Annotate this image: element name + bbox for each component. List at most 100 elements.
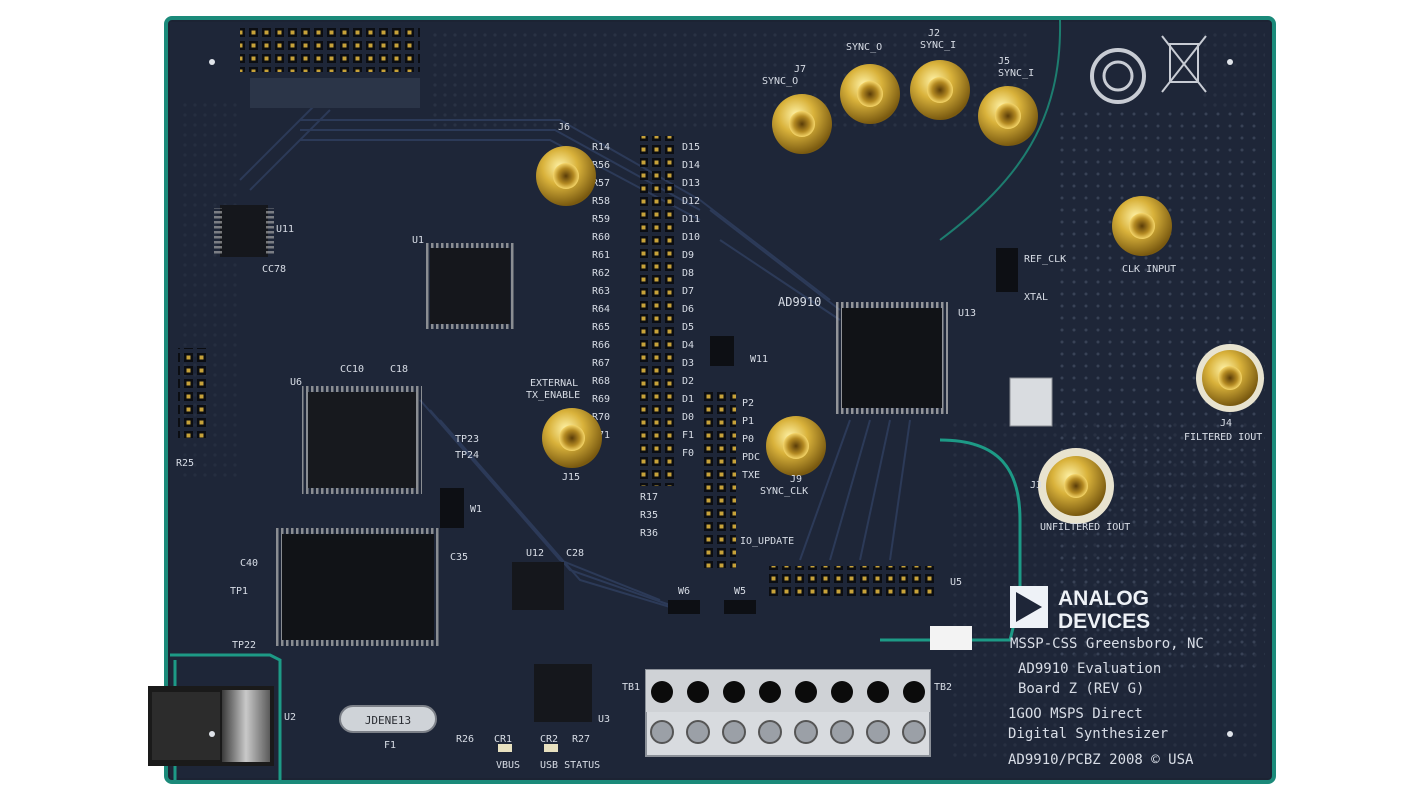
profile-pin-labels: P2 P1 P0 PDC TXE [742,398,760,481]
svg-text:P1: P1 [742,416,754,427]
r27-label: R27 [572,734,590,745]
board-part-footer: AD9910/PCBZ 2008 © USA [1008,752,1194,768]
filter-module [1009,377,1053,427]
svg-text:R67: R67 [592,358,610,369]
j5-sync-label: SYNC_I [998,68,1034,79]
svg-text:D13: D13 [682,178,700,189]
terminal-block[interactable] [645,669,931,757]
sma-clk-input[interactable] [1112,196,1172,256]
svg-text:R65: R65 [592,322,610,333]
svg-text:R70: R70 [592,412,610,423]
u3-chip [534,664,592,722]
external-label: EXTERNAL [530,378,578,389]
io-update-label: IO_UPDATE [740,536,794,547]
u6-label: U6 [290,377,302,388]
board-eval-line1: AD9910 Evaluation [1018,661,1161,677]
svg-text:R68: R68 [592,376,610,387]
svg-text:R64: R64 [592,304,610,315]
cr1-label: CR1 [494,734,512,745]
j2-sync-label: SYNC_I [920,40,956,51]
vbus-label: VBUS [496,760,520,771]
c18-label: C18 [390,364,408,375]
svg-text:R66: R66 [592,340,610,351]
u11-label: U11 [276,224,294,235]
board-eval-line2: Board Z (REV G) [1018,681,1144,697]
r26-label: R26 [456,734,474,745]
j6-sync-label: SYNC_O [846,42,882,53]
j5-label: J5 [998,56,1010,67]
tp23-label: TP23 [455,434,479,445]
svg-text:D14: D14 [682,160,700,171]
svg-text:R56: R56 [592,160,610,171]
svg-text:TXE: TXE [742,470,760,481]
sma-j2-sync-i[interactable] [910,60,970,120]
board-desc-line2: Digital Synthesizer [1008,726,1168,742]
svg-text:R14: R14 [592,142,610,153]
w1-jumper [440,488,464,528]
board-site-label: MSSP-CSS Greensboro, NC [1010,636,1204,652]
svg-text:D6: D6 [682,304,694,315]
svg-text:P2: P2 [742,398,754,409]
r35-label: R35 [640,510,658,521]
filtered-iout-label: FILTERED IOUT [1184,432,1262,443]
sma-j4-filtered-iout[interactable] [1196,344,1264,412]
u1-label: U1 [412,235,424,246]
u2-chip [282,534,434,640]
r25-label: R25 [176,458,194,469]
f1-label: F1 [384,740,396,751]
svg-text:P0: P0 [742,434,754,445]
mounting-hole [209,59,215,65]
sma-j5-sync-i[interactable] [978,86,1038,146]
w1-label: W1 [470,504,482,515]
j2-label: J2 [928,28,940,39]
w6-label: W6 [678,586,690,597]
ad9910-label: AD9910 [778,295,821,309]
brand-line1: ANALOG [1058,587,1149,610]
brand-line2: DEVICES [1058,610,1150,633]
sma-j6[interactable] [536,146,596,206]
sma-j6-sync-o[interactable] [840,64,900,124]
svg-text:R63: R63 [592,286,610,297]
svg-text:R61: R61 [592,250,610,261]
led-vbus [498,744,512,752]
svg-text:D15: D15 [682,142,700,153]
left-header [178,348,210,438]
svg-text:D1: D1 [682,394,694,405]
mounting-hole [1227,59,1233,65]
clock-select-jumper [996,248,1018,292]
svg-text:F1: F1 [682,430,694,441]
crystal [339,705,437,733]
svg-text:R69: R69 [592,394,610,405]
cr2-label: CR2 [540,734,558,745]
top-header-connector [240,28,420,72]
svg-text:D11: D11 [682,214,700,225]
svg-text:R57: R57 [592,178,610,189]
w6-jumper [668,600,700,614]
resistor-labels: R14 R56 R57 R58 R59 R60 R61 R62 R63 R64 … [592,142,610,441]
svg-text:D5: D5 [682,322,694,333]
u12-chip [512,562,564,610]
data-pin-labels: D15 D14 D13 D12 D11 D10 D9 D8 D7 D6 D5 D… [682,142,700,459]
sma-j7-sync-o[interactable] [772,94,832,154]
w5-label: W5 [734,586,746,597]
w11-jumper [710,336,734,366]
sma-j9-sync-clk[interactable] [766,416,826,476]
c78-label: CC78 [262,264,286,275]
sma-j15-tx-enable[interactable] [542,408,602,468]
crystal-label: JDENE13 [365,714,411,727]
c28-label: C28 [566,548,584,559]
j3-label: J3 [1030,480,1042,491]
xtal-label: XTAL [1024,292,1048,303]
analog-devices-logo [1010,586,1048,628]
j15-label: J15 [562,472,580,483]
profile-header-connector [700,388,736,568]
tp24-label: TP24 [455,450,479,461]
u2-label: U2 [284,712,296,723]
unfiltered-iout-label: UNFILTERED IOUT [1040,522,1130,533]
u13-label: U13 [958,308,976,319]
sma-j3-unfiltered-iout[interactable] [1038,448,1114,524]
sticker [930,626,972,650]
w11-label: W11 [750,354,768,365]
u1-chip [430,248,510,324]
r36-label: R36 [640,528,658,539]
